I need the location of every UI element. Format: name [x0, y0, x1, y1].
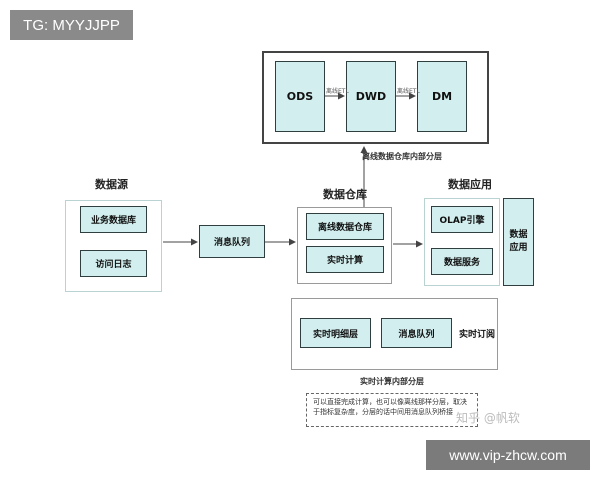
note-line-1: 可以直接完成计算，也可以像离线那样分层，取决 — [313, 398, 467, 406]
data-application-title: 数据应用 — [448, 178, 492, 191]
realtime-detail-layer-node: 实时明细层 — [300, 318, 371, 348]
data-source-title: 数据源 — [95, 178, 128, 191]
data-app-label: 数据应用 — [509, 230, 528, 253]
offline-layers-caption: 离线数据仓库内部分层 — [362, 152, 442, 161]
message-queue-node: 消息队列 — [199, 225, 265, 258]
realtime-message-queue-node: 消息队列 — [381, 318, 452, 348]
tg-badge: TG: MYYJJPP — [10, 10, 133, 40]
offline-dw-node: 离线数据仓库 — [306, 213, 384, 240]
realtime-layers-caption: 实时计算内部分层 — [360, 377, 424, 386]
realtime-subscription-label: 实时订阅 — [459, 330, 496, 340]
ods-node: ODS — [275, 61, 325, 132]
business-db-node: 业务数据库 — [80, 206, 147, 233]
olap-engine-node: OLAP引擎 — [431, 206, 493, 233]
data-app-node: 数据应用 — [503, 198, 534, 286]
data-service-node: 数据服务 — [431, 248, 493, 275]
dm-node: DM — [417, 61, 467, 132]
etl-label-2: 离线ETL — [397, 88, 420, 95]
dwd-node: DWD — [346, 61, 396, 132]
note-box: 可以直接完成计算，也可以像离线那样分层，取决 于指标复杂度，分层的话中间用消息队… — [306, 393, 478, 427]
data-warehouse-title: 数据仓库 — [323, 188, 367, 201]
etl-label-1: 离线ETL — [326, 88, 349, 95]
realtime-compute-node: 实时计算 — [306, 246, 384, 273]
url-badge: www.vip-zhcw.com — [426, 440, 590, 470]
zhihu-watermark: 知乎 @帆软 — [456, 411, 520, 425]
access-log-node: 访问日志 — [80, 250, 147, 277]
note-line-2: 于指标复杂度，分层的话中间用消息队列桥接 — [313, 408, 453, 416]
